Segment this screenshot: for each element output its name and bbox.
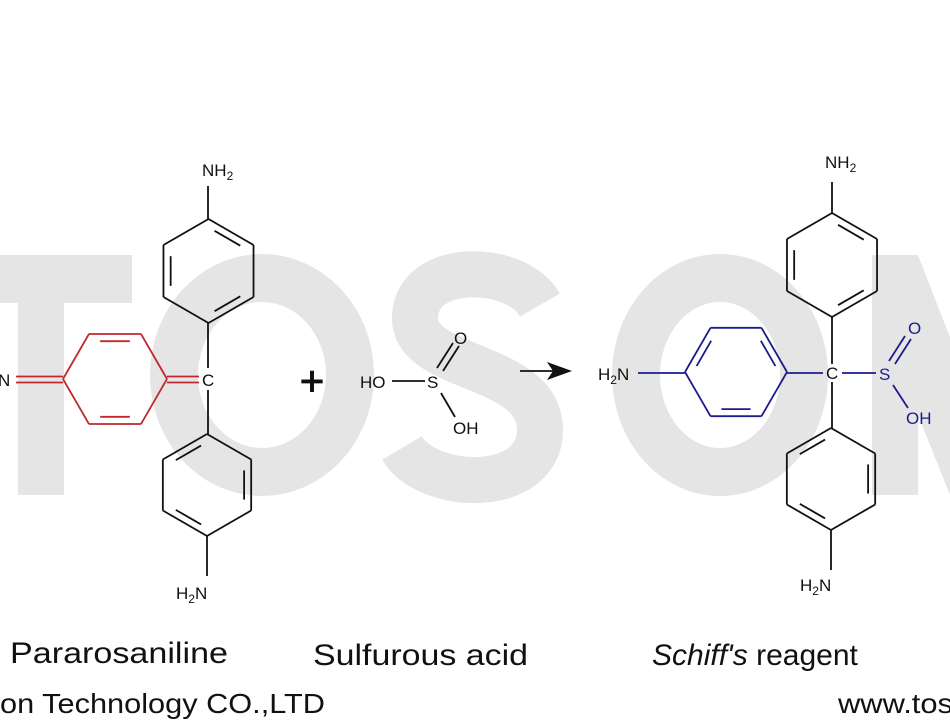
ring-double-bond [837, 289, 865, 306]
ring-double-bond [837, 224, 865, 241]
ring-double-bond [799, 438, 826, 455]
schiffs-reagent-structure [638, 182, 912, 570]
benzene-ring-left [684, 326, 788, 418]
ring-bond [684, 327, 712, 373]
watermark-letter-o [612, 254, 828, 496]
bond [440, 392, 456, 418]
ring-bond [140, 378, 168, 425]
atom-label: HO [360, 373, 386, 392]
atom-label: S [427, 373, 438, 392]
ring-bond [684, 371, 712, 417]
ring-bond [786, 503, 832, 531]
quinoid-ring [62, 333, 168, 425]
schiffs-reagent-label: Schiff's reagent [652, 639, 859, 672]
ring-bond [163, 218, 209, 246]
ring-bond [162, 433, 208, 461]
atom-label: O [454, 329, 467, 348]
atom-label: N [0, 371, 10, 390]
atom-label: OH [906, 409, 932, 428]
bond [892, 384, 909, 409]
ring-bond [62, 333, 90, 380]
watermark [0, 251, 950, 503]
ring-bond [62, 378, 90, 425]
plus-sign: + [298, 361, 327, 401]
ring-double-bond [695, 340, 712, 367]
atom-label: OH [453, 419, 479, 438]
double-bond [888, 335, 906, 362]
pararosaniline-label: Pararosaniline [10, 637, 228, 670]
ring-bond [206, 509, 252, 537]
ring-double-bond [175, 444, 202, 461]
ring-bond [830, 427, 876, 455]
sulfurous-acid-label: Sulfurous acid [313, 639, 528, 672]
ring-bond [786, 290, 833, 318]
atom-label: C [826, 364, 838, 383]
ring-bond [831, 290, 878, 318]
ring-double-bond [760, 340, 777, 367]
atom-label: H2N [176, 584, 207, 606]
ring-bond [830, 503, 876, 531]
ring-bond [786, 427, 832, 455]
benzene-ring-bottom [161, 433, 253, 537]
atom-label: NH2 [825, 153, 857, 175]
atom-label: O [908, 319, 921, 338]
ring-bond [206, 433, 252, 461]
ring-bond [786, 212, 833, 240]
double-bond [894, 338, 912, 365]
ring-bond [163, 296, 209, 324]
double-bond [442, 345, 460, 372]
ring-bond [208, 296, 254, 324]
watermark-letter-n [872, 255, 950, 495]
website-link[interactable]: www.tos [837, 688, 950, 719]
watermark-letter-o [150, 254, 374, 496]
ring-bond [760, 327, 788, 373]
benzene-ring-top [162, 218, 255, 324]
atom-label: S [879, 365, 890, 384]
ring-double-bond [214, 230, 241, 247]
atom-label: H2N [800, 576, 831, 598]
pararosaniline-structure [16, 186, 255, 576]
ring-bond [760, 371, 788, 417]
ring-bond [162, 509, 208, 537]
ring-bond [140, 333, 168, 380]
sulfurous-acid-structure [392, 342, 460, 418]
ring-double-bond [214, 295, 241, 312]
benzene-ring-bottom [785, 427, 877, 531]
company-name: on Technology CO.,LTD [0, 688, 325, 719]
atom-label: H2N [598, 365, 629, 387]
atom-label: C [202, 371, 214, 390]
watermark-letter-s [382, 251, 564, 503]
atom-label: NH2 [202, 161, 234, 183]
ring-double-bond [799, 503, 826, 520]
ring-double-bond [175, 509, 202, 526]
benzene-ring-top [786, 212, 878, 318]
reaction-arrow [520, 362, 572, 380]
watermark-letter-t [0, 255, 132, 495]
ring-bond [831, 212, 878, 240]
double-bond [436, 342, 454, 369]
ring-bond [208, 218, 254, 246]
